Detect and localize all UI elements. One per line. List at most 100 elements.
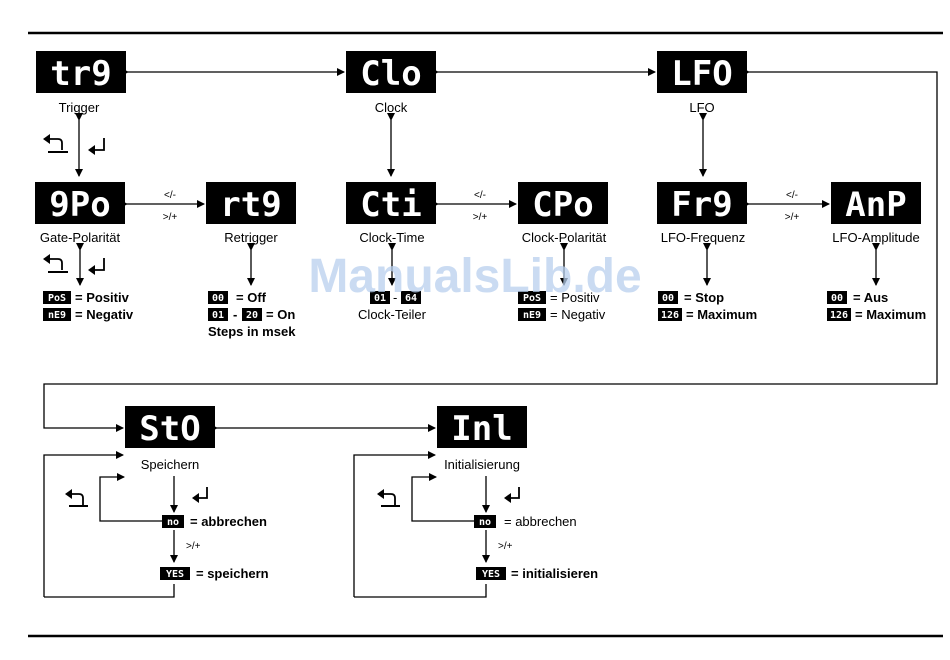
display-frq: Fr9: [657, 182, 747, 225]
option-amp-max: = Maximum: [855, 307, 926, 322]
chip-frq-max: 126: [658, 308, 682, 321]
svg-text:AnP: AnP: [845, 185, 906, 225]
sto-nav-plus: >/+: [186, 541, 201, 552]
sto-inner-loop: [99, 473, 162, 522]
display-ini: Inl: [437, 406, 527, 449]
display-lfo: LFO: [657, 51, 747, 94]
chip-rtg-off: 00: [208, 291, 228, 304]
chip-sto-no: no: [162, 515, 184, 528]
chip-ini-no: no: [474, 515, 496, 528]
svg-text:Fr9: Fr9: [671, 185, 732, 225]
chip-gpo-neg: nE9: [43, 308, 71, 321]
ini-nav-plus: >/+: [498, 541, 513, 552]
option-gpo-pos: = Positiv: [75, 290, 130, 305]
label-clock: Clock: [375, 100, 408, 115]
svg-text:PoS: PoS: [48, 293, 66, 304]
display-rtg: rt9: [206, 182, 296, 225]
option-rtg-dash: -: [233, 307, 237, 322]
ini-enter-icon: [504, 487, 520, 503]
ini-inner-loop: [411, 473, 474, 522]
option-frq-stop: = Stop: [684, 290, 724, 305]
nav-minus-3: </-: [786, 190, 798, 201]
svg-text:CPo: CPo: [532, 185, 593, 225]
chip-rtg-on-2: 20: [242, 308, 262, 321]
label-lfo: LFO: [689, 100, 714, 115]
svg-text:no: no: [479, 517, 491, 528]
svg-text:Clo: Clo: [360, 54, 421, 94]
chip-frq-stop: 00: [658, 291, 678, 304]
option-cpo-neg: = Negativ: [550, 307, 606, 322]
label-retrigger: Retrigger: [224, 230, 278, 245]
back-icon-2: [43, 254, 68, 273]
svg-text:nE9: nE9: [523, 310, 541, 321]
svg-text:126: 126: [661, 310, 679, 321]
svg-text:YES: YES: [166, 569, 184, 580]
svg-text:nE9: nE9: [48, 310, 66, 321]
nav-minus-2: </-: [474, 190, 486, 201]
chip-amp-max: 126: [827, 308, 851, 321]
display-clo: Clo: [346, 51, 436, 94]
sto-back-icon: [65, 489, 88, 507]
display-cpo: CPo: [518, 182, 608, 225]
svg-text:no: no: [167, 517, 179, 528]
option-sto-no: = abbrechen: [190, 514, 267, 529]
display-cti: Cti: [346, 182, 436, 225]
chip-rtg-on-1: 01: [208, 308, 228, 321]
watermark: ManualsLib.de: [308, 250, 641, 303]
label-lfo-frequenz: LFO-Frequenz: [661, 230, 746, 245]
sto-outer-return: [44, 584, 175, 598]
label-initialisierung: Initialisierung: [444, 457, 520, 472]
svg-text:rt9: rt9: [220, 185, 281, 225]
label-trigger: Trigger: [59, 100, 100, 115]
enter-icon: [88, 138, 105, 155]
svg-text:01: 01: [212, 310, 224, 321]
chip-cpo-neg: nE9: [518, 308, 546, 321]
svg-text:126: 126: [830, 310, 848, 321]
sto-outer-loop: [43, 451, 124, 597]
svg-text:LFO: LFO: [671, 54, 732, 94]
chip-gpo-pos: PoS: [43, 291, 71, 304]
ini-back-icon: [377, 489, 400, 507]
nav-plus-1: >/+: [163, 212, 178, 223]
ini-outer-return: [354, 584, 487, 598]
display-amp: AnP: [831, 182, 921, 225]
option-rtg-off: = Off: [236, 290, 267, 305]
option-sto-yes: = speichern: [196, 566, 269, 581]
svg-text:Cti: Cti: [360, 185, 421, 225]
svg-text:00: 00: [212, 293, 224, 304]
svg-text:00: 00: [831, 293, 843, 304]
ini-outer-loop: [353, 451, 436, 597]
sto-enter-icon: [192, 487, 208, 503]
svg-text:Inl: Inl: [451, 409, 512, 449]
label-gate-polaritaet: Gate-Polarität: [40, 230, 121, 245]
svg-text:9Po: 9Po: [49, 185, 110, 225]
label-speichern: Speichern: [141, 457, 200, 472]
option-gpo-neg: = Negativ: [75, 307, 134, 322]
label-lfo-amplitude: LFO-Amplitude: [832, 230, 919, 245]
display-gpo: 9Po: [35, 182, 125, 225]
label-clock-polaritaet: Clock-Polarität: [522, 230, 607, 245]
option-frq-max: = Maximum: [686, 307, 757, 322]
enter-icon-2: [88, 258, 105, 275]
display-trg: tr9: [36, 51, 126, 94]
option-amp-aus: = Aus: [853, 290, 888, 305]
option-rtg-on: = On: [266, 307, 295, 322]
svg-text:StO: StO: [139, 409, 200, 449]
svg-text:20: 20: [246, 310, 258, 321]
nav-plus-3: >/+: [785, 212, 800, 223]
chip-ini-yes: YES: [476, 567, 506, 580]
option-rtg-steps: Steps in msek: [208, 324, 296, 339]
nav-minus-1: </-: [164, 190, 176, 201]
display-sto: StO: [125, 406, 215, 449]
nav-plus-2: >/+: [473, 212, 488, 223]
label-clock-time: Clock-Time: [359, 230, 424, 245]
chip-amp-aus: 00: [827, 291, 847, 304]
option-ini-yes: = initialisieren: [511, 566, 598, 581]
svg-text:tr9: tr9: [50, 54, 111, 94]
loop-lfo-to-sto: [43, 68, 938, 432]
option-cti-text: Clock-Teiler: [358, 307, 427, 322]
back-icon: [43, 134, 68, 153]
svg-text:00: 00: [662, 293, 674, 304]
option-ini-no: = abbrechen: [504, 514, 577, 529]
